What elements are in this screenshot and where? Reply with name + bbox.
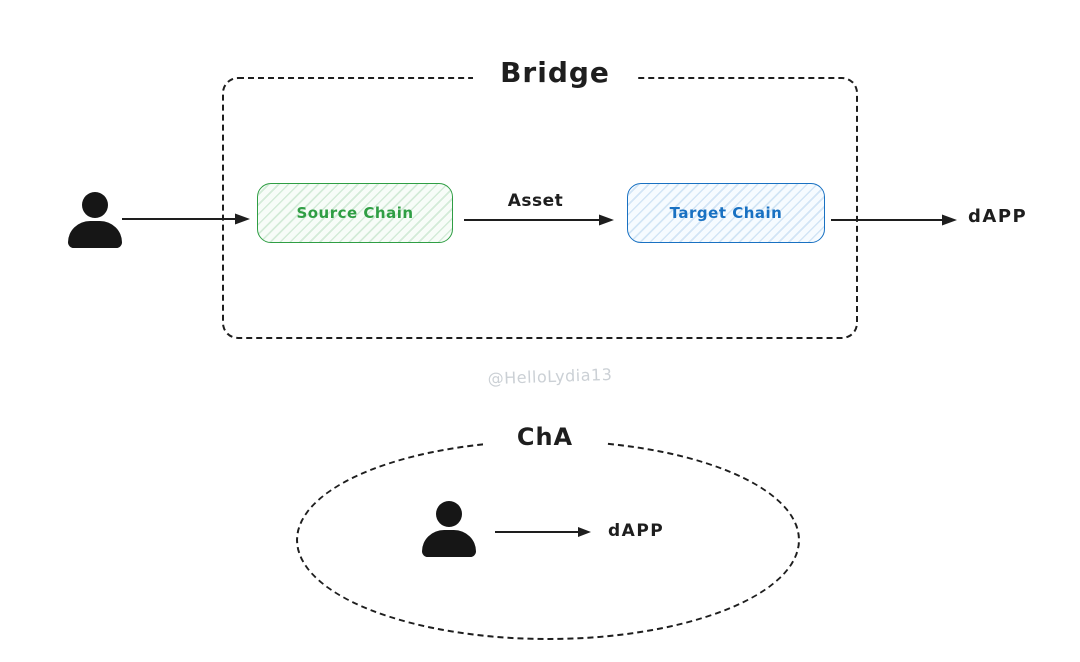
dapp-label-top: dAPP xyxy=(968,206,1028,227)
bridge-title: Bridge xyxy=(473,56,637,89)
cha-dashed-ellipse xyxy=(296,440,800,640)
asset-arrow-label: Asset xyxy=(507,191,564,211)
source-chain-label: Source Chain xyxy=(296,204,414,222)
person-icon xyxy=(422,501,476,557)
target-chain-label: Target Chain xyxy=(669,204,783,222)
dapp-label-bottom: dAPP xyxy=(608,521,665,541)
arrow-user-to-source xyxy=(122,213,250,225)
source-chain-node: Source Chain xyxy=(257,183,453,243)
person-icon xyxy=(68,192,122,248)
person-head xyxy=(82,192,108,218)
person-torso xyxy=(68,221,122,248)
arrow-user-to-dapp xyxy=(495,527,591,537)
target-chain-node: Target Chain xyxy=(627,183,825,243)
cha-title: ChA xyxy=(483,423,607,451)
arrow-target-to-dapp xyxy=(831,214,957,226)
person-torso xyxy=(422,530,476,557)
arrow-source-to-target xyxy=(464,214,614,226)
person-head xyxy=(436,501,462,527)
watermark-handle: @HelloLydia13 xyxy=(487,364,613,389)
